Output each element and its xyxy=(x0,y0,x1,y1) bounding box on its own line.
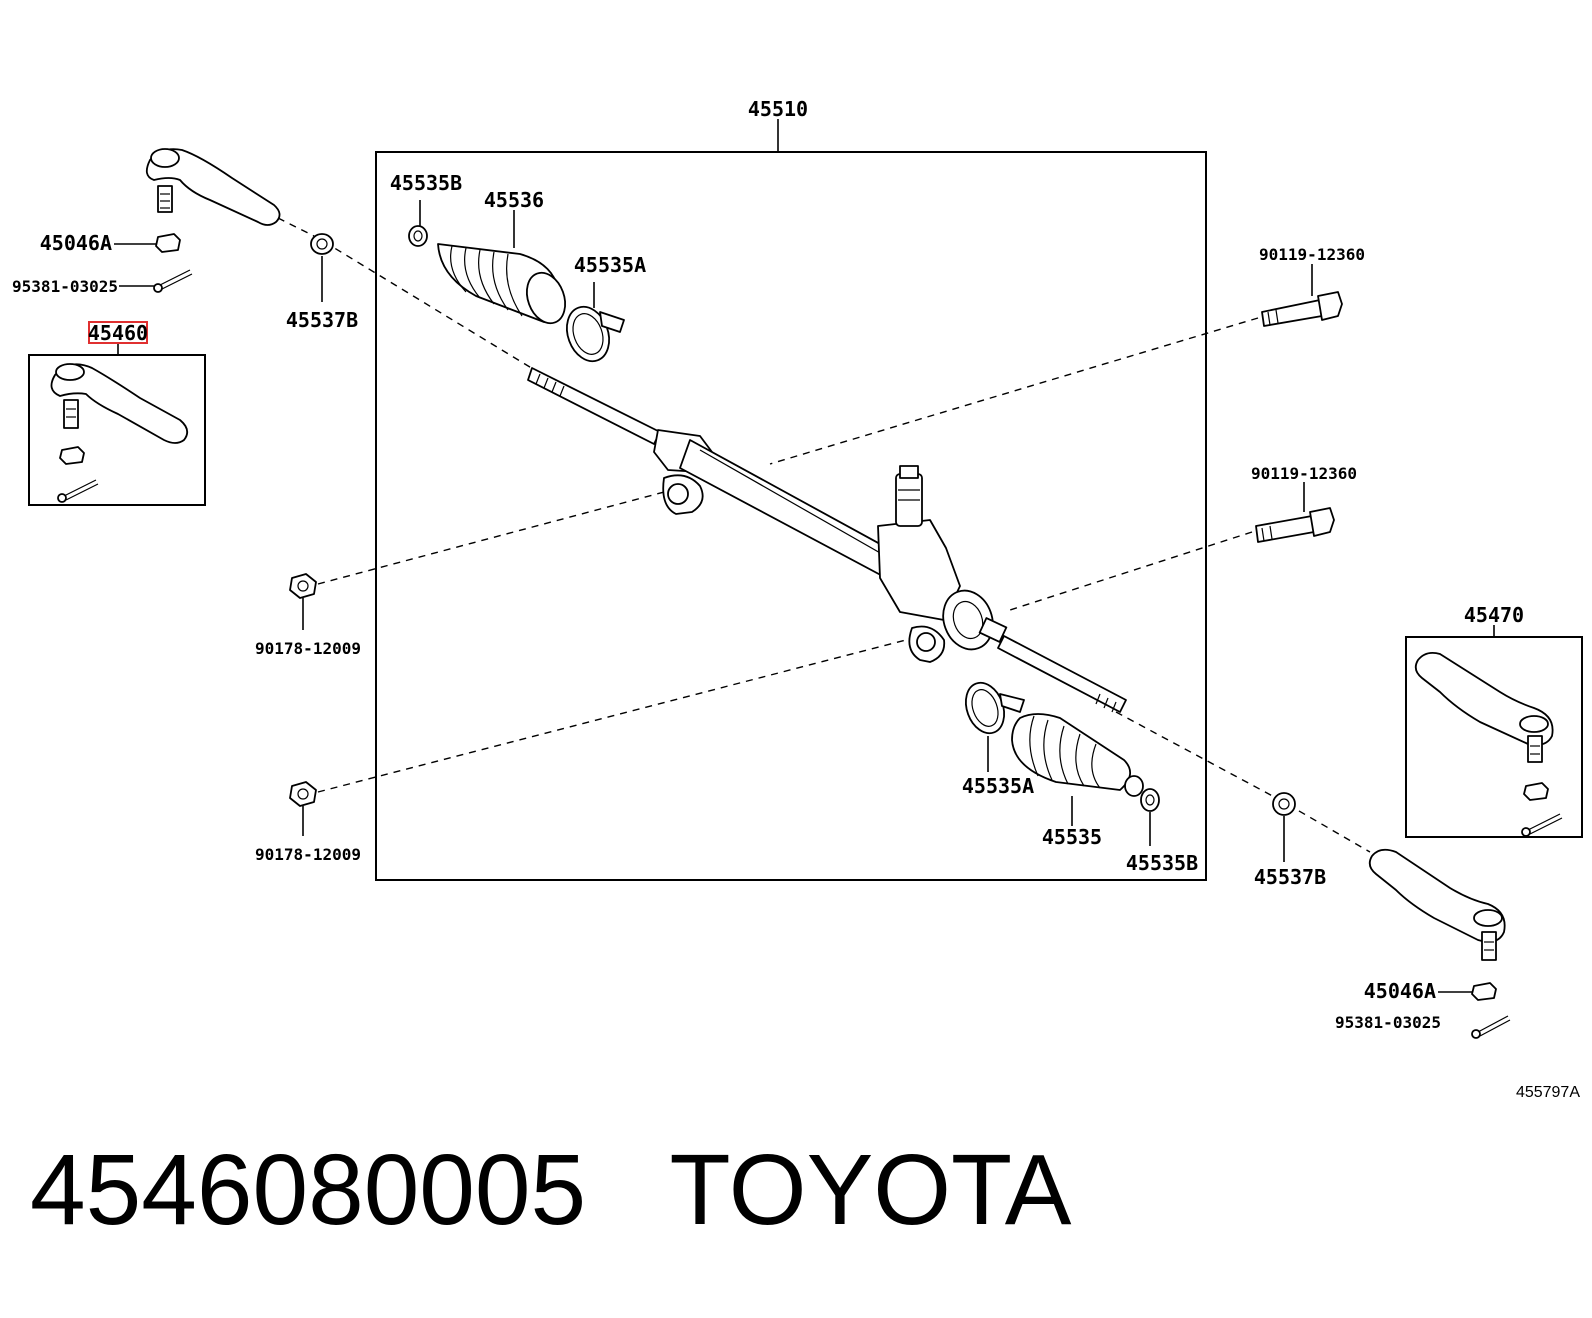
ring-left xyxy=(310,233,334,255)
label-ring-left[interactable]: 45537B xyxy=(286,308,358,332)
assembly-frame xyxy=(375,151,1207,881)
mount-nut-upper xyxy=(289,573,317,599)
label-pin-right[interactable]: 95381-03025 xyxy=(1335,1013,1441,1032)
label-pin-left[interactable]: 95381-03025 xyxy=(12,277,118,296)
dash-bolt-top xyxy=(769,317,1259,465)
label-nut-mount-lower[interactable]: 90178-12009 xyxy=(255,845,361,864)
nut-left xyxy=(155,233,181,253)
cotter-pin-right xyxy=(1471,1015,1511,1039)
ring-right xyxy=(1272,792,1296,816)
tie-rod-end-left xyxy=(145,148,281,226)
label-nut-right[interactable]: 45046A xyxy=(1364,979,1436,1003)
label-clip-b-bottom[interactable]: 45535B xyxy=(1126,851,1198,875)
tie-rod-end-right xyxy=(1368,848,1506,961)
boot-top xyxy=(437,243,567,325)
inset-left-frame xyxy=(28,354,206,506)
inset-left-parts xyxy=(50,363,189,503)
label-clamp-a-top[interactable]: 45535A xyxy=(574,253,646,277)
clip-top xyxy=(408,225,428,247)
label-nut-mount-upper[interactable]: 90178-12009 xyxy=(255,639,361,658)
label-ring-right[interactable]: 45537B xyxy=(1254,865,1326,889)
bolt-mid xyxy=(1255,507,1335,543)
cotter-pin-left xyxy=(153,269,193,293)
label-highlight-part[interactable]: 45460 xyxy=(88,321,148,345)
boot-bottom xyxy=(1011,713,1144,797)
highlight-box xyxy=(88,321,148,344)
label-nut-left[interactable]: 45046A xyxy=(40,231,112,255)
clamp-top xyxy=(566,305,625,363)
label-tie-rod-end-right[interactable]: 45470 xyxy=(1464,603,1524,627)
nut-right xyxy=(1471,982,1497,1001)
footer-part-number: 4546080005 xyxy=(30,1134,587,1246)
dash-bolt-mid xyxy=(1009,531,1253,611)
label-clip-b-top[interactable]: 45535B xyxy=(390,171,462,195)
clamp-bottom xyxy=(964,681,1025,735)
inset-right-parts xyxy=(1414,651,1563,837)
mount-nut-lower xyxy=(289,781,317,807)
label-bolt-top[interactable]: 90119-12360 xyxy=(1259,245,1365,264)
label-bolt-mid[interactable]: 90119-12360 xyxy=(1251,464,1357,483)
label-boot-top[interactable]: 45536 xyxy=(484,188,544,212)
label-assembly[interactable]: 45510 xyxy=(748,97,808,121)
label-boot-bottom[interactable]: 45535 xyxy=(1042,825,1102,849)
dash-mount-lower xyxy=(317,639,907,793)
footer-brand: TOYOTA xyxy=(669,1134,1072,1246)
diagram-code: 455797A xyxy=(1516,1084,1580,1101)
dash-mount-upper xyxy=(317,490,669,585)
bolt-top xyxy=(1261,291,1343,327)
label-clamp-a-bottom[interactable]: 45535A xyxy=(962,774,1034,798)
footer-caption: 4546080005 TOYOTA xyxy=(30,1135,1071,1245)
dash-right-rod xyxy=(1115,711,1371,853)
clip-bottom xyxy=(1140,788,1160,812)
steering-rack xyxy=(527,367,1127,713)
